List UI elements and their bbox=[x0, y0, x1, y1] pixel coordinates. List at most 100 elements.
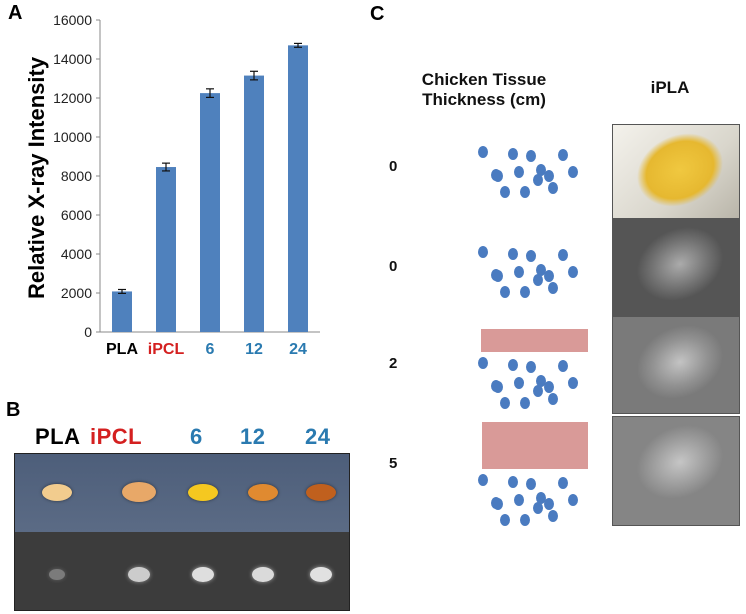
sample-blob bbox=[248, 484, 278, 501]
thickness-label: 0 bbox=[389, 258, 398, 275]
particle-dot bbox=[493, 498, 503, 510]
particle-dot bbox=[500, 286, 510, 298]
bars bbox=[112, 42, 308, 332]
particle-dot bbox=[493, 381, 503, 393]
particle-dot bbox=[533, 174, 543, 186]
x-axis-labels: PLA iPCL 6 12 24 bbox=[106, 341, 307, 358]
sample-xray-spot bbox=[252, 566, 274, 583]
particle-dot bbox=[508, 476, 518, 488]
particle-dot bbox=[548, 282, 558, 294]
ipla-sample-shape bbox=[624, 219, 736, 315]
particle-dot bbox=[558, 360, 568, 372]
thickness-header-line2: Thickness (cm) bbox=[422, 90, 546, 109]
particle-dot bbox=[544, 498, 554, 510]
sample-blob bbox=[188, 484, 218, 501]
thickness-header-line1: Chicken Tissue bbox=[421, 70, 547, 89]
ipla-xray-image bbox=[612, 316, 740, 414]
y-tick-label: 12000 bbox=[53, 90, 92, 106]
sample-blob bbox=[306, 484, 336, 501]
sample-xray-spot bbox=[310, 566, 332, 583]
ipla-sample-shape bbox=[624, 417, 736, 513]
ipla-photo bbox=[612, 124, 740, 222]
particle-dot bbox=[533, 274, 543, 286]
particle-dot bbox=[536, 375, 546, 387]
sample-label-ipcl: iPCL bbox=[90, 424, 143, 449]
particle-dot bbox=[508, 248, 518, 260]
particle-dot bbox=[500, 397, 510, 409]
ipla-xray-image bbox=[612, 218, 740, 316]
particle-dot bbox=[478, 474, 488, 486]
particle-dot bbox=[526, 150, 536, 162]
thickness-label: 5 bbox=[389, 455, 398, 472]
ipla-sample-shape bbox=[624, 125, 736, 221]
particle-dot bbox=[568, 166, 578, 178]
y-tick-label: 14000 bbox=[53, 51, 92, 67]
ipla-header: iPLA bbox=[650, 78, 690, 97]
particle-dot bbox=[520, 286, 530, 298]
y-tick-label: 0 bbox=[84, 324, 92, 340]
sample-xray-spot bbox=[192, 566, 214, 583]
panel-a-letter: A bbox=[8, 2, 23, 24]
particle-dot bbox=[558, 249, 568, 261]
particle-dot bbox=[520, 186, 530, 198]
particle-dot bbox=[548, 510, 558, 522]
particle-dot bbox=[514, 377, 524, 389]
particle-dot bbox=[533, 385, 543, 397]
particle-dot bbox=[526, 361, 536, 373]
sample-blob bbox=[122, 482, 156, 502]
particle-dot bbox=[544, 381, 554, 393]
y-tick-label: 8000 bbox=[61, 168, 92, 184]
particle-dot bbox=[568, 377, 578, 389]
particle-dot bbox=[508, 148, 518, 160]
sample-label-6: 6 bbox=[190, 424, 203, 449]
particle-dot bbox=[478, 357, 488, 369]
y-tick-label: 2000 bbox=[61, 285, 92, 301]
y-tick-label: 16000 bbox=[53, 12, 92, 28]
particle-dot bbox=[478, 246, 488, 258]
bar-pla bbox=[112, 291, 132, 332]
ipla-xray-image bbox=[612, 416, 740, 526]
thickness-label: 0 bbox=[389, 158, 398, 175]
thickness-header: Chicken Tissue Thickness (cm) bbox=[404, 70, 564, 110]
panel-b-letter: B bbox=[6, 399, 21, 421]
particle-dot bbox=[514, 266, 524, 278]
sample-xray-spot bbox=[49, 568, 65, 580]
x-tick-label-pla: PLA bbox=[106, 341, 138, 358]
particle-dot bbox=[558, 477, 568, 489]
chicken-tissue-layer bbox=[481, 329, 588, 352]
particle-dot bbox=[500, 514, 510, 526]
particle-dot bbox=[548, 182, 558, 194]
y-axis-label: Relative X-ray Intensity bbox=[24, 56, 49, 299]
panel-c-letter: C bbox=[370, 3, 385, 25]
x-tick-label-24: 24 bbox=[289, 341, 307, 358]
particle-dot bbox=[520, 397, 530, 409]
particle-dot bbox=[493, 170, 503, 182]
particle-dot bbox=[514, 166, 524, 178]
bar-chart: Relative X-ray Intensity 020004000600080… bbox=[24, 12, 320, 358]
particle-dot bbox=[526, 250, 536, 262]
sample-label-pla: PLA bbox=[35, 424, 81, 449]
sample-photo bbox=[14, 453, 350, 611]
x-tick-label-ipcl: iPCL bbox=[148, 341, 185, 358]
particle-dot bbox=[536, 164, 546, 176]
particle-dot bbox=[568, 494, 578, 506]
particle-dot bbox=[508, 359, 518, 371]
y-tick-label: 4000 bbox=[61, 246, 92, 262]
x-tick-label-12: 12 bbox=[245, 341, 263, 358]
particle-dot bbox=[548, 393, 558, 405]
sample-label-24: 24 bbox=[305, 424, 331, 449]
particle-dot bbox=[514, 494, 524, 506]
particle-dot bbox=[536, 264, 546, 276]
sample-xray-spot bbox=[128, 566, 150, 583]
particle-dot bbox=[558, 149, 568, 161]
particle-dot bbox=[478, 146, 488, 158]
x-tick-label-6: 6 bbox=[206, 341, 215, 358]
particle-dot bbox=[526, 478, 536, 490]
sample-photo-xray bbox=[15, 532, 349, 610]
bar-6 bbox=[200, 93, 220, 332]
particle-dot bbox=[493, 270, 503, 282]
particle-dot bbox=[568, 266, 578, 278]
particle-dot bbox=[533, 502, 543, 514]
particle-dot bbox=[520, 514, 530, 526]
